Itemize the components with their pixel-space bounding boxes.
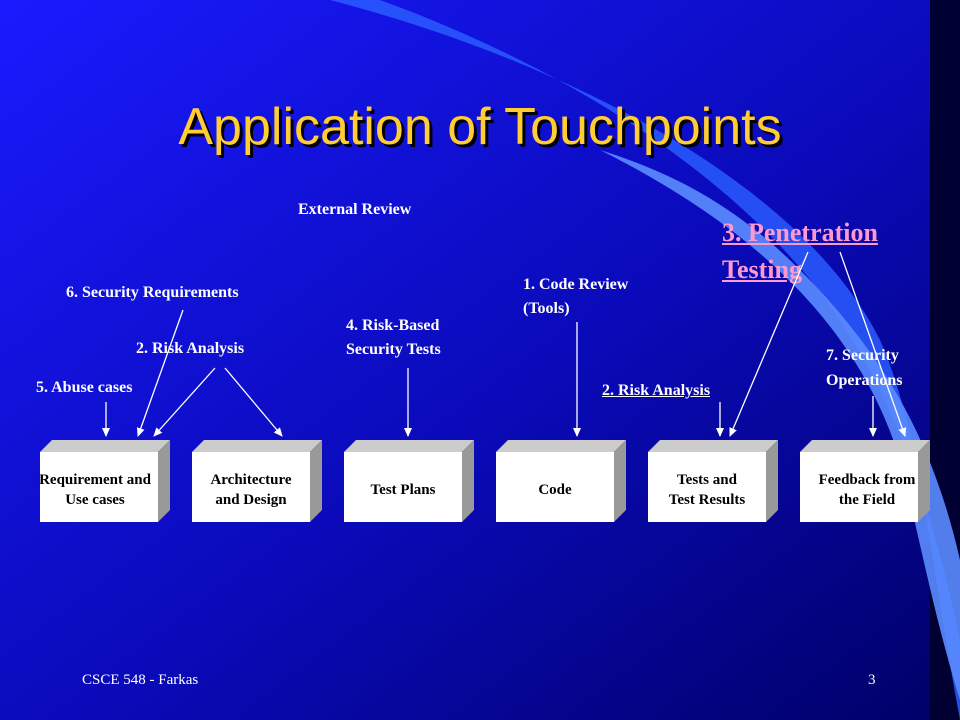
box-shape xyxy=(800,440,930,522)
footer-course: CSCE 548 - Farkas xyxy=(82,672,199,688)
security-operations-line1: 7. Security xyxy=(826,347,899,364)
arrow-risk-analysis-architecture xyxy=(224,367,283,437)
risk-analysis-right-label: 2. Risk Analysis xyxy=(602,382,711,399)
risk-analysis-left-label: 2. Risk Analysis xyxy=(136,340,245,357)
stage-label: Code xyxy=(538,482,572,498)
code-review-line1: 1. Code Review xyxy=(523,276,629,293)
stage-feedback: Feedback from the Field xyxy=(800,440,930,522)
arrow-penetration-feedback xyxy=(839,251,907,437)
stage-label: Requirement and Use cases xyxy=(39,472,151,508)
penetration-testing-line2: Testing xyxy=(722,255,802,284)
arrow-security-requirements xyxy=(136,309,184,437)
stage-label: Architecture and Design xyxy=(210,472,292,508)
stage-test-plans: Test Plans xyxy=(344,440,474,522)
box-shape xyxy=(192,440,322,522)
arrow-risk-analysis-requirements xyxy=(153,367,216,437)
page-number: 3 xyxy=(868,672,876,688)
risk-based-tests-line2: Security Tests xyxy=(346,341,441,358)
security-requirements-label: 6. Security Requirements xyxy=(66,284,239,301)
abuse-cases-label: 5. Abuse cases xyxy=(36,379,133,396)
stage-requirements: Requirement and Use cases xyxy=(39,440,170,522)
stage-label: Test Plans xyxy=(370,482,436,498)
risk-based-tests-line1: 4. Risk-Based xyxy=(346,317,440,334)
stage-code: Code xyxy=(496,440,626,522)
box-shape xyxy=(40,440,170,522)
stage-label: Tests and Test Results xyxy=(668,472,746,508)
penetration-testing-line1: 3. Penetration xyxy=(722,218,878,247)
box-shape xyxy=(496,440,626,522)
box-shape xyxy=(648,440,778,522)
code-review-line2: (Tools) xyxy=(523,300,570,317)
external-review-label: External Review xyxy=(298,201,412,218)
stage-architecture: Architecture and Design xyxy=(192,440,322,522)
slide-title: Application of Touchpoints xyxy=(178,98,782,156)
stage-tests: Tests and Test Results xyxy=(648,440,778,522)
box-shape xyxy=(344,440,474,522)
arrow-penetration-tests xyxy=(729,251,809,437)
stage-label: Feedback from the Field xyxy=(818,472,916,508)
